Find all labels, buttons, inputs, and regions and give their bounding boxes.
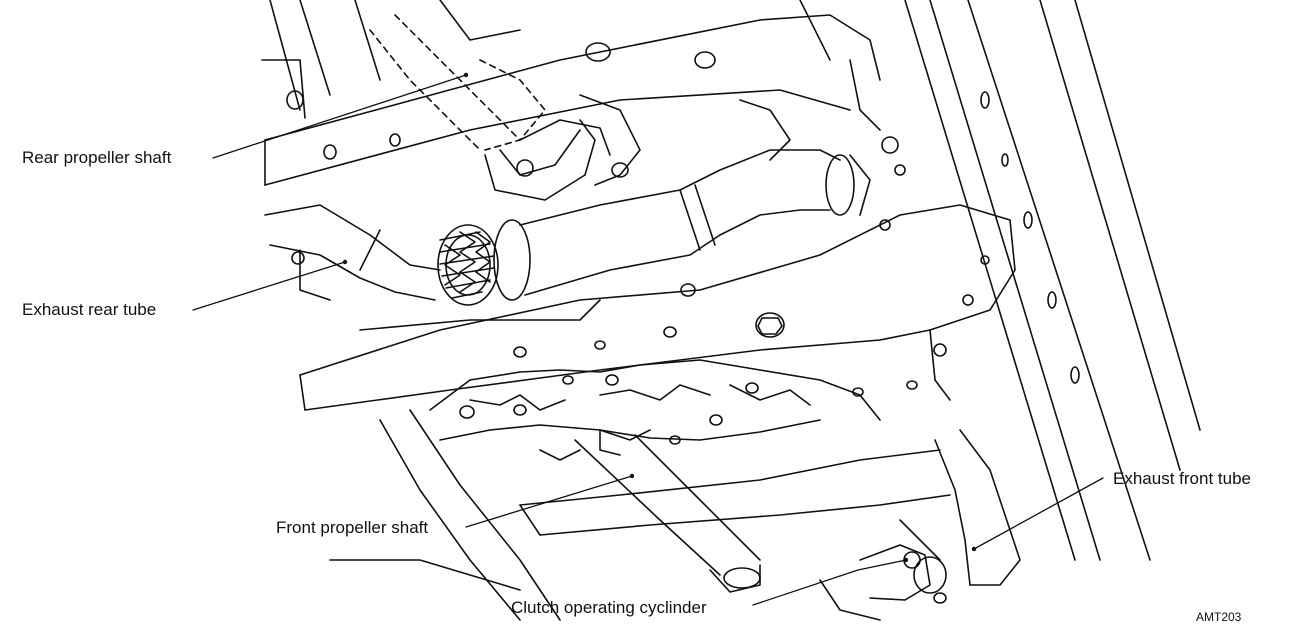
- lower-crossmember: [379, 409, 951, 621]
- label-front-propeller-shaft: Front propeller shaft: [276, 518, 429, 537]
- exhaust-rear-tube: [264, 204, 441, 301]
- front-propeller-shaft: [574, 429, 761, 593]
- rear-propeller-shaft: [369, 14, 611, 201]
- leader-lines: [192, 74, 1104, 606]
- exhaust-front-tube-upper: [519, 149, 871, 296]
- label-exhaust-front-tube: Exhaust front tube: [1113, 469, 1251, 488]
- leader-rear-propeller-shaft: [212, 74, 467, 159]
- exhaust-front-tube-lower: [899, 429, 1021, 594]
- misc-detail: [329, 0, 906, 591]
- leader-dots: [342, 72, 977, 563]
- figure-id: AMT203: [1196, 610, 1242, 624]
- clutch-operating-cylinder: [819, 544, 947, 621]
- transmission-body: [429, 359, 918, 461]
- label-clutch-operating-cylinder: Clutch operating cyclinder: [511, 598, 707, 617]
- leader-exhaust-front-tube: [973, 477, 1104, 550]
- leader-front-propeller-shaft: [465, 475, 633, 528]
- leader-clutch-operating-cylinder: [752, 559, 907, 606]
- flex-joint: [437, 219, 531, 306]
- leader-exhaust-rear-tube: [192, 261, 346, 311]
- label-rear-propeller-shaft: Rear propeller shaft: [22, 148, 172, 167]
- upper-crossmember: [261, 0, 881, 186]
- label-exhaust-rear-tube: Exhaust rear tube: [22, 300, 157, 319]
- right-frame-rail: [904, 0, 1201, 561]
- middle-crossmember: [299, 204, 1016, 411]
